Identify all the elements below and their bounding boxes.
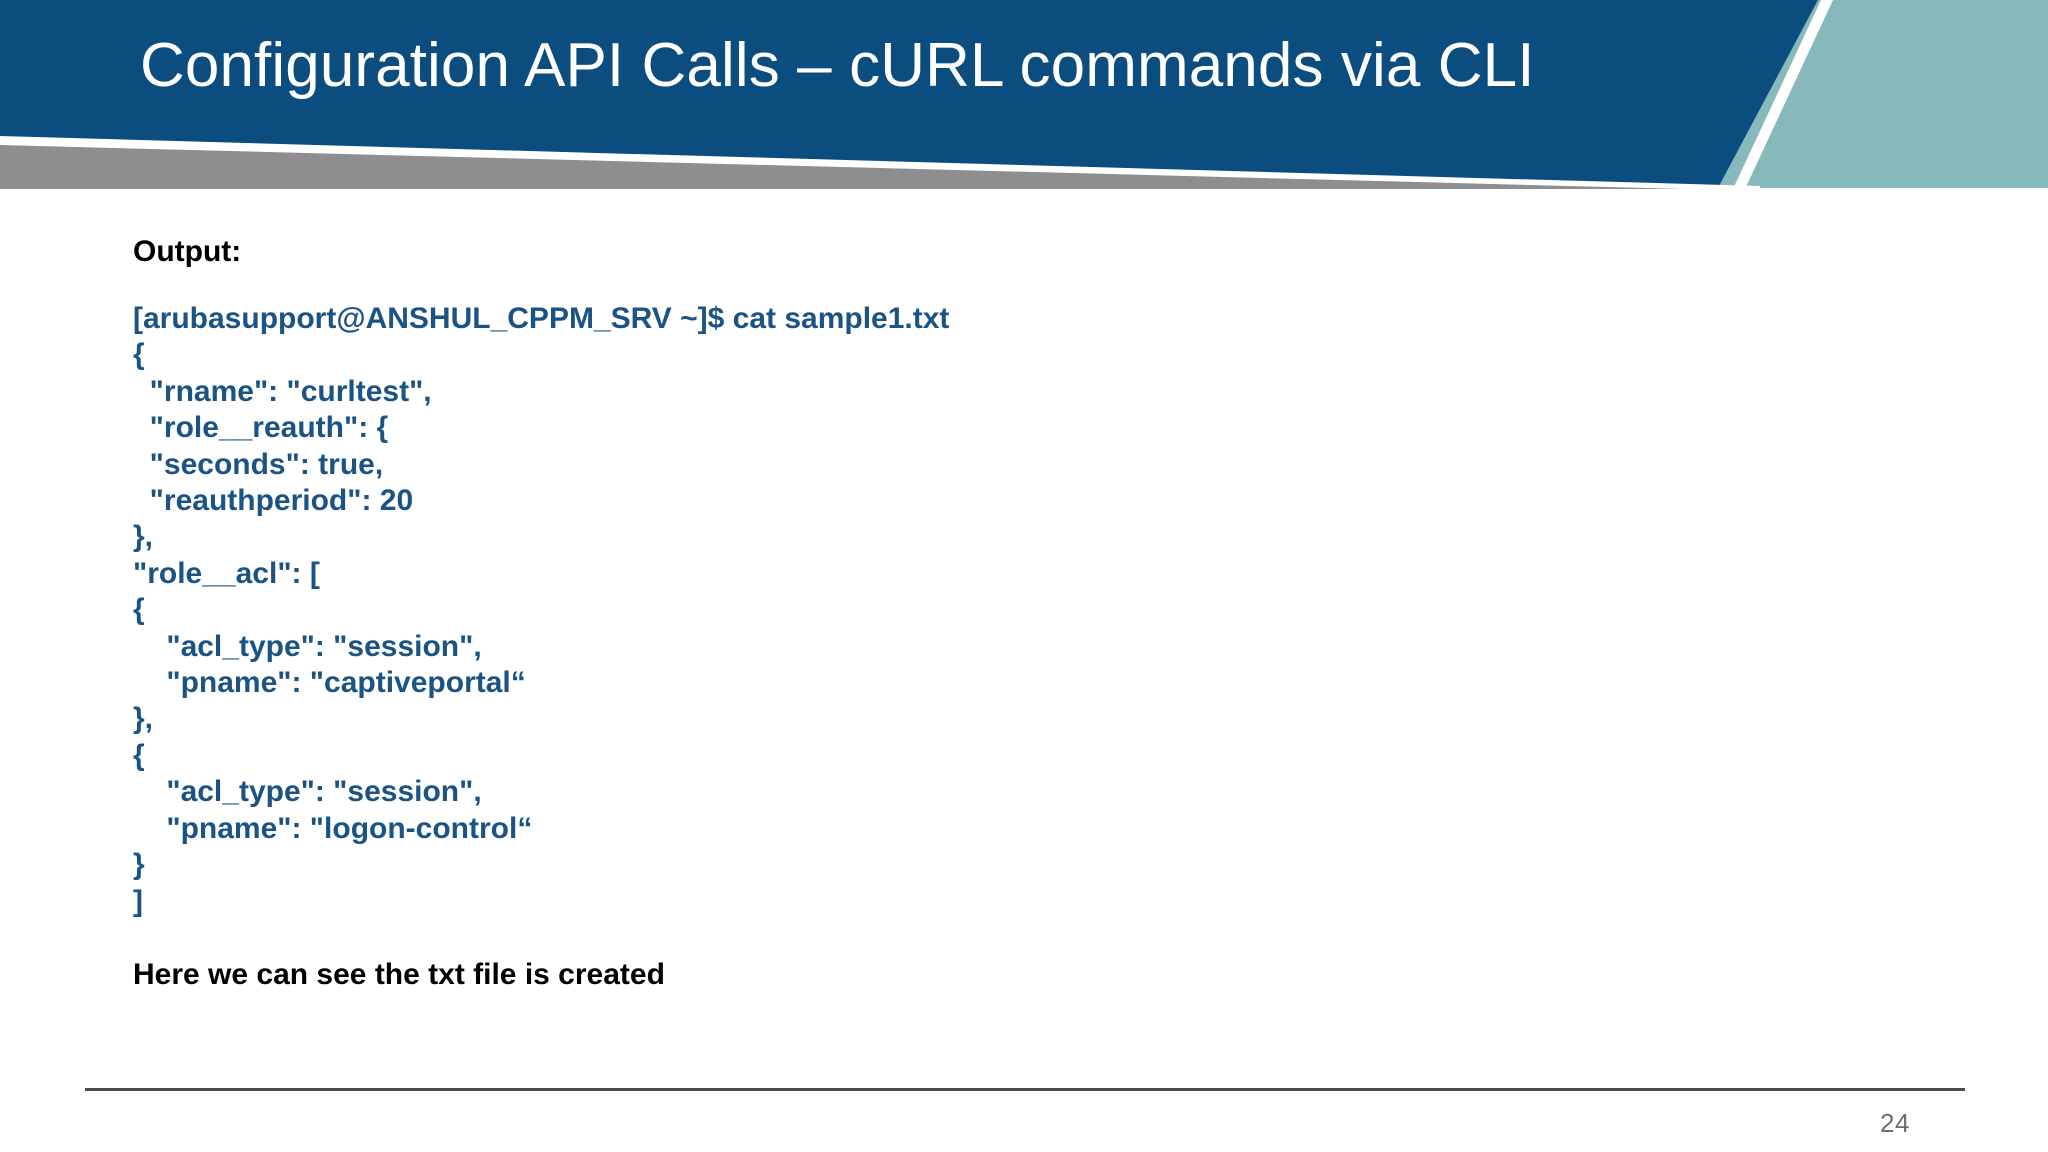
- code-line: {: [133, 338, 145, 372]
- code-line: "seconds": true,: [133, 447, 384, 481]
- header-shapes: [0, 0, 2048, 191]
- code-line: "acl_type": "session",: [133, 775, 482, 809]
- output-label: Output:: [133, 235, 242, 268]
- page-number: 24: [1880, 1108, 1910, 1138]
- closing-note: Here we can see the txt file is created: [133, 957, 665, 991]
- footer-divider: [85, 1088, 1965, 1091]
- code-line: "acl_type": "session",: [133, 629, 482, 663]
- blue-band-shape: [0, 0, 1818, 188]
- code-line: {: [133, 593, 145, 627]
- terminal-output-block: [arubasupport@ANSHUL_CPPM_SRV ~]$ cat sa…: [133, 301, 1893, 920]
- code-line: }: [133, 848, 145, 882]
- code-line: "role__reauth": {: [133, 411, 389, 445]
- code-line: "pname": "logon-control“: [133, 811, 533, 845]
- code-line: },: [133, 702, 154, 736]
- slide-body: Output: [arubasupport@ANSHUL_CPPM_SRV ~]…: [133, 237, 1893, 990]
- code-line: {: [133, 738, 145, 772]
- white-sliver-shape: [1733, 0, 1833, 189]
- header-decoration: [0, 0, 2048, 200]
- code-line: },: [133, 520, 154, 554]
- white-edge-shape: [0, 136, 1760, 191]
- code-line: "reauthperiod": 20: [133, 484, 414, 518]
- code-line: ]: [133, 884, 143, 918]
- code-line: "rname": "curltest",: [133, 374, 432, 408]
- code-line: [arubasupport@ANSHUL_CPPM_SRV ~]$ cat sa…: [133, 302, 950, 335]
- code-line: "pname": "captiveportal“: [133, 666, 526, 700]
- code-line: "role__acl": [: [133, 556, 320, 590]
- page-title: Configuration API Calls – cURL commands …: [140, 31, 1535, 100]
